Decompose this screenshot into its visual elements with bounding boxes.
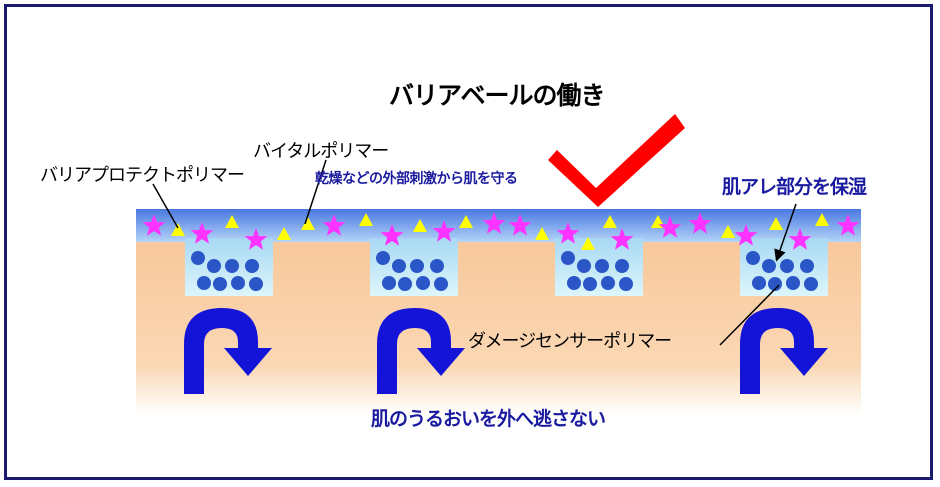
- star-icon: [688, 212, 712, 234]
- triangle-icon: [581, 237, 595, 250]
- triangle-icon: [225, 215, 239, 228]
- triangle-icon: [301, 217, 315, 230]
- label-keep-moisture: 肌のうるおいを外へ逃さない: [371, 408, 606, 430]
- triangle-icon: [721, 225, 735, 238]
- star-icon: [788, 228, 812, 250]
- star-icon: [556, 222, 580, 244]
- triangle-icon: [277, 227, 291, 240]
- polymer-dots: [191, 251, 818, 291]
- label-barrier-protect-polymer: バリアプロテクトポリマー: [40, 165, 245, 186]
- star-icon: [142, 214, 166, 236]
- pointer-barrier: [152, 183, 179, 229]
- label-vital-polymer: バイタルポリマー: [253, 141, 389, 162]
- dot-cluster: [191, 251, 263, 291]
- triangle-icon: [815, 213, 829, 226]
- triangle-icon: [359, 213, 373, 226]
- dot-cluster: [376, 251, 448, 291]
- label-moisturize-allergy: 肌アレ部分を保湿: [722, 176, 867, 198]
- star-icon: [482, 212, 506, 234]
- check-mark-icon: [548, 114, 685, 207]
- star-icon: [380, 224, 404, 246]
- pointer-lines: [152, 159, 797, 346]
- curl-arrow-icon: [740, 308, 828, 394]
- triangle-icon: [535, 227, 549, 240]
- star-icon: [322, 214, 346, 236]
- stars: [142, 212, 860, 250]
- curl-arrow-icon: [184, 308, 272, 394]
- pointer-damage: [719, 284, 780, 346]
- triangles: [171, 213, 829, 250]
- triangle-icon: [459, 215, 473, 228]
- triangle-icon: [171, 223, 185, 236]
- pointer-vital: [304, 159, 327, 225]
- pointer-moisture: [774, 203, 797, 262]
- star-icon: [508, 214, 532, 236]
- star-icon: [734, 224, 758, 246]
- triangle-icon: [413, 219, 427, 232]
- star-icon: [190, 222, 214, 244]
- star-icon: [658, 216, 682, 238]
- star-icon: [610, 228, 634, 250]
- label-damage-sensor-polymer: ダメージセンサーポリマー: [468, 331, 672, 352]
- star-icon: [244, 228, 268, 250]
- curl-arrow-icon: [377, 308, 465, 394]
- curl-arrows: [184, 308, 828, 394]
- dot-cluster: [561, 251, 633, 291]
- triangle-icon: [603, 215, 617, 228]
- diagram-title: バリアベールの働き: [389, 81, 606, 110]
- triangle-icon: [769, 217, 783, 230]
- dot-cluster: [746, 251, 818, 291]
- star-icon: [836, 214, 860, 236]
- label-protect-from-stimuli: 乾燥などの外部刺激から肌を守る: [315, 171, 518, 187]
- star-icon: [432, 220, 456, 242]
